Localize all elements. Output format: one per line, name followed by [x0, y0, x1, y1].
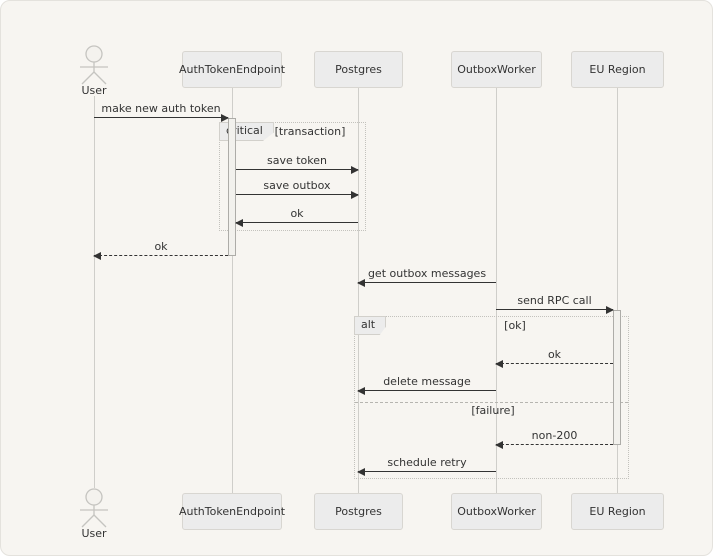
participant-label: EU Region: [589, 63, 646, 76]
arrowhead-icon: [351, 166, 359, 174]
alt-frame-divider: [355, 402, 628, 403]
participant-label: OutboxWorker: [457, 505, 536, 518]
message-save-token: save token: [236, 152, 359, 174]
alt-frame-condition-failure: [failure]: [471, 404, 515, 417]
activation-eu-region: [613, 310, 621, 445]
participant-postgres-top: Postgres: [314, 51, 403, 88]
participant-label: OutboxWorker: [457, 63, 536, 76]
message-label: get outbox messages: [367, 267, 487, 280]
arrowhead-icon: [357, 279, 365, 287]
participant-postgres-bottom: Postgres: [314, 493, 403, 530]
message-ok-user: ok: [93, 238, 228, 260]
message-label: make new auth token: [101, 102, 221, 115]
alt-frame: alt [ok] [failure]: [354, 316, 629, 479]
message-line: [236, 169, 358, 170]
lifeline-user: [94, 96, 95, 488]
participant-authtokenendpoint-top: AuthTokenEndpoint: [178, 51, 286, 88]
lifeline-authtokenendpoint: [232, 88, 233, 493]
message-ok-rpc: ok: [495, 346, 613, 368]
user-actor-icon: [80, 488, 108, 528]
message-non-200: non-200: [495, 427, 613, 449]
participant-label: EU Region: [589, 505, 646, 518]
participant-outboxworker-bottom: OutboxWorker: [451, 493, 542, 530]
message-save-outbox: save outbox: [236, 177, 359, 199]
participant-eu-region-top: EU Region: [571, 51, 664, 88]
participant-label: AuthTokenEndpoint: [178, 63, 286, 76]
arrowhead-icon: [495, 360, 503, 368]
arrowhead-icon: [357, 468, 365, 476]
arrowhead-icon: [495, 441, 503, 449]
message-line: [236, 194, 358, 195]
arrowhead-icon: [221, 114, 229, 122]
arrowhead-icon: [235, 219, 243, 227]
message-line: [496, 363, 613, 364]
message-get-outbox-messages: get outbox messages: [357, 265, 496, 287]
activation-authtokenendpoint: [228, 118, 236, 256]
participant-eu-region-bottom: EU Region: [571, 493, 664, 530]
lifeline-eu-region: [617, 88, 618, 493]
message-label: schedule retry: [387, 456, 467, 469]
message-line: [358, 471, 496, 472]
message-line: [496, 444, 613, 445]
message-label: delete message: [383, 375, 471, 388]
message-line: [358, 282, 496, 283]
arrowhead-icon: [357, 387, 365, 395]
message-send-rpc-call: send RPC call: [496, 292, 614, 314]
user-actor-icon: [80, 45, 108, 85]
message-line: [358, 390, 496, 391]
message-delete-message: delete message: [357, 373, 496, 395]
participant-label: Postgres: [335, 63, 382, 76]
message-label: non-200: [531, 429, 578, 442]
message-schedule-retry: schedule retry: [357, 454, 496, 476]
message-line: [94, 255, 228, 256]
message-label: send RPC call: [517, 294, 592, 307]
message-ok-db: ok: [235, 205, 358, 227]
arrowhead-icon: [351, 191, 359, 199]
message-label: ok: [547, 348, 562, 361]
critical-frame-condition: [transaction]: [274, 125, 346, 138]
participant-label: AuthTokenEndpoint: [178, 505, 286, 518]
alt-frame-label: alt: [354, 316, 387, 335]
participant-authtokenendpoint-bottom: AuthTokenEndpoint: [178, 493, 286, 530]
message-line: [236, 222, 358, 223]
message-line: [496, 309, 613, 310]
participant-outboxworker-top: OutboxWorker: [451, 51, 542, 88]
message-label: save outbox: [263, 179, 331, 192]
actor-label-user-top: User: [81, 84, 107, 97]
message-line: [94, 117, 228, 118]
lifeline-postgres: [358, 88, 359, 493]
arrowhead-icon: [606, 306, 614, 314]
message-label: save token: [266, 154, 328, 167]
message-label: ok: [290, 207, 304, 220]
participant-label: Postgres: [335, 505, 382, 518]
actor-label-user-bottom: User: [81, 527, 107, 540]
alt-frame-condition-ok: [ok]: [504, 319, 526, 332]
message-make-new-auth-token: make new auth token: [94, 100, 229, 122]
arrowhead-icon: [93, 252, 101, 260]
lifeline-outboxworker: [496, 88, 497, 493]
message-label: ok: [154, 240, 168, 253]
